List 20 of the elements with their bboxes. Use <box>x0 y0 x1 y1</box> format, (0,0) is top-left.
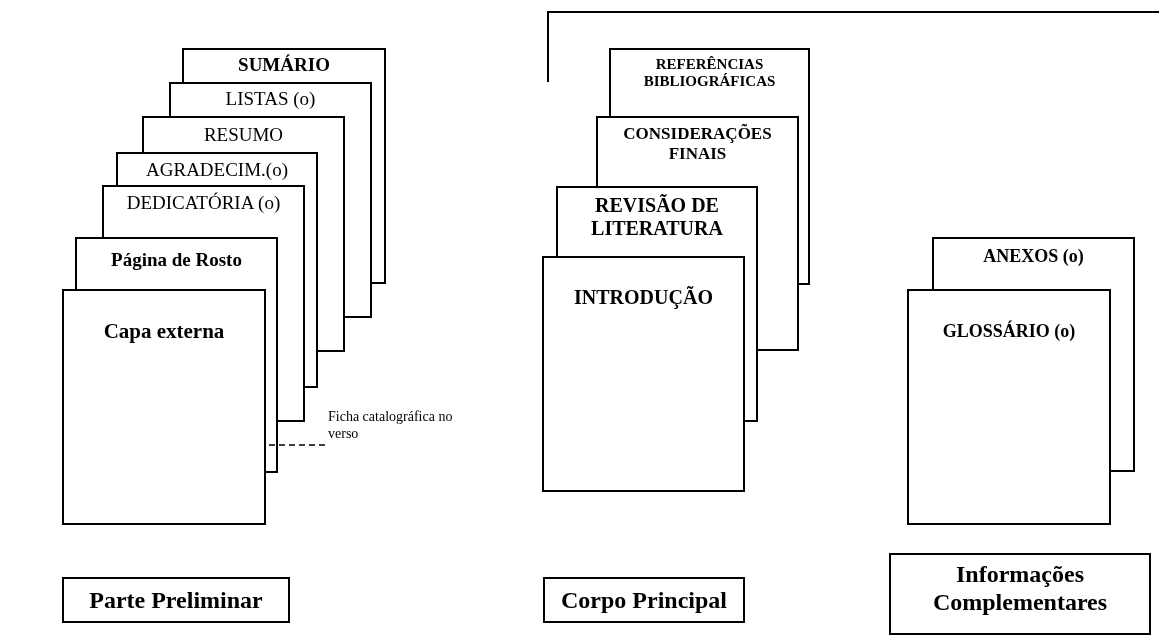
section-title: Parte Preliminar <box>88 587 264 615</box>
page-title: GLOSSÁRIO (o) <box>941 321 1077 342</box>
page-title: LISTAS (o) <box>224 88 317 110</box>
page-title: ANEXOS (o) <box>982 246 1085 267</box>
section-label-box <box>543 577 745 623</box>
page-title: Página de Rosto <box>110 249 243 271</box>
section-label-box <box>62 577 290 623</box>
page-title: RESUMO <box>202 124 285 146</box>
page-title: REFERÊNCIAS BIBLIOGRÁFICAS <box>642 56 777 91</box>
page-title: Capa externa <box>102 319 226 344</box>
page-title: INTRODUÇÃO <box>573 286 714 309</box>
section-title: Corpo Principal <box>560 587 728 615</box>
section-label-box <box>889 553 1151 635</box>
page-title: REVISÃO DE LITERATURA <box>590 194 724 240</box>
note-text: Ficha catalográfica no verso <box>328 409 453 449</box>
page-title: AGRADECIM.(o) <box>145 159 289 181</box>
page-title: SUMÁRIO <box>237 54 331 76</box>
section-title: Informações Complementares <box>931 561 1109 617</box>
page-title: CONSIDERAÇÕES FINAIS <box>622 124 773 164</box>
page-title: DEDICATÓRIA (o) <box>125 192 282 214</box>
